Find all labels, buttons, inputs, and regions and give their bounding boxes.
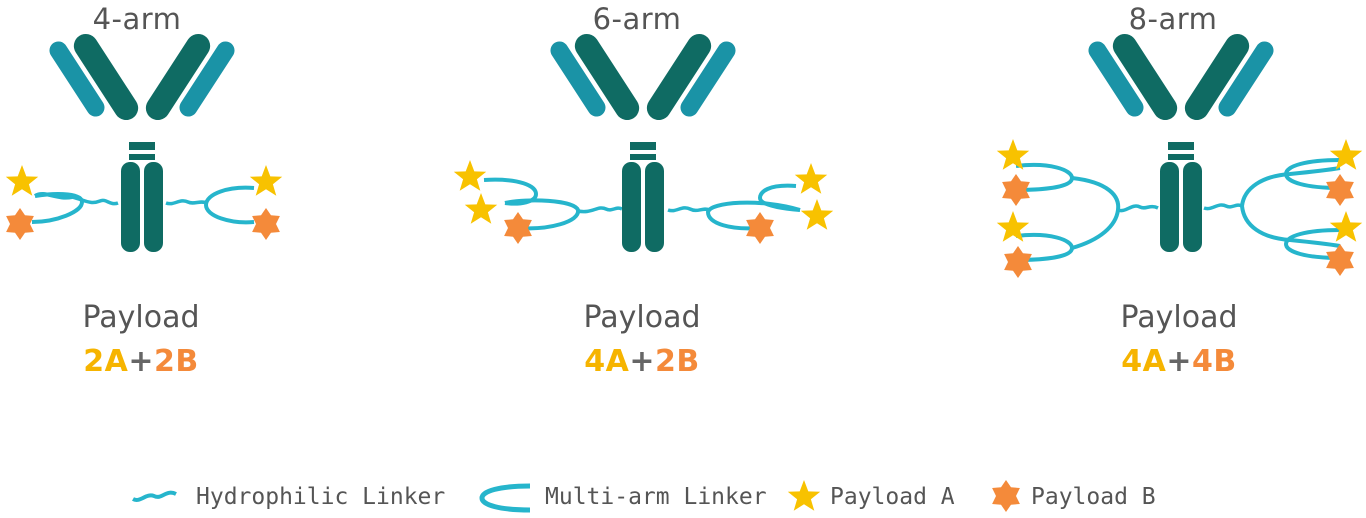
payload-b-burst-icon: [992, 480, 1020, 512]
payload-label-6-arm: Payload: [583, 300, 701, 335]
payload-b-count: 2B: [153, 344, 199, 379]
legend-payload-b: Payload B: [1031, 484, 1156, 510]
antibody-8-arm: [996, 29, 1363, 278]
panel-title-8-arm: 8-arm: [1128, 2, 1218, 36]
payload-formula-8-arm: 4A+4B: [1069, 344, 1289, 379]
payload-b-count: 2B: [654, 344, 700, 379]
hydrophilic-linker-icon: [132, 490, 177, 502]
plus-sign: +: [1166, 344, 1192, 379]
payload-formula-6-arm: 4A+2B: [532, 344, 752, 379]
plus-sign: +: [128, 344, 154, 379]
payload-a-count: 4A: [584, 344, 630, 379]
panel-title-4-arm: 4-arm: [92, 2, 182, 36]
payload-a-star-icon: [787, 480, 821, 511]
payload-label-4-arm: Payload: [82, 300, 200, 335]
payload-a-count: 4A: [1121, 344, 1167, 379]
plus-sign: +: [629, 344, 655, 379]
legend-multi-arm-linker: Multi-arm Linker: [545, 484, 767, 510]
multi-arm-linker-icon: [479, 483, 531, 513]
legend-payload-a: Payload A: [830, 484, 955, 510]
payload-b-count: 4B: [1191, 344, 1237, 379]
antibody-4-arm: [5, 29, 283, 252]
payload-label-8-arm: Payload: [1120, 300, 1238, 335]
panel-title-6-arm: 6-arm: [592, 2, 682, 36]
payload-a-count: 2A: [83, 344, 129, 379]
legend-hydrophilic-linker: Hydrophilic Linker: [196, 484, 446, 510]
antibody-6-arm: [453, 29, 834, 252]
payload-formula-4-arm: 2A+2B: [31, 344, 251, 379]
